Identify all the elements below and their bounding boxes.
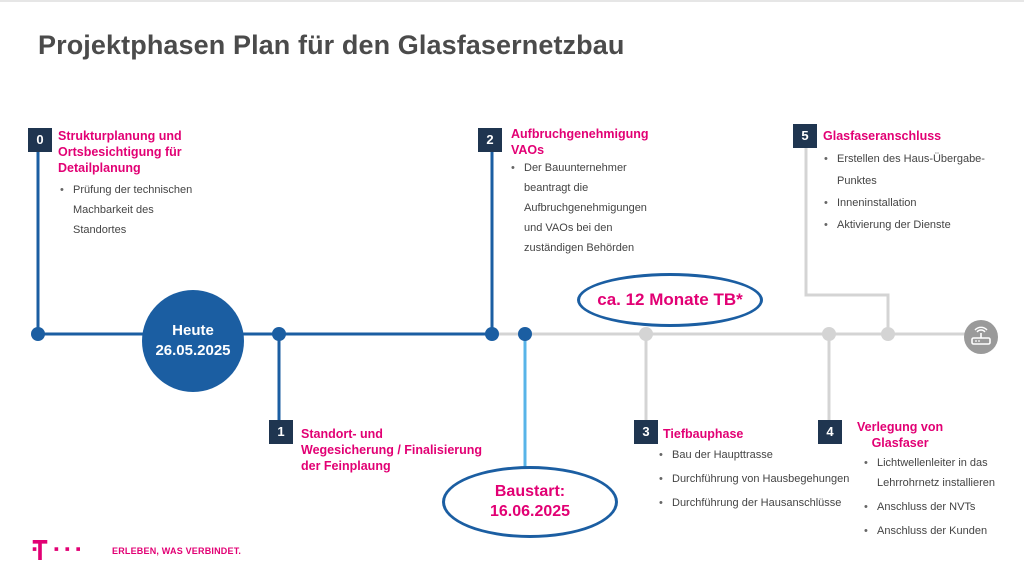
telekom-logo — [32, 540, 80, 560]
bullet-text-continued: Aufbruchgenehmigungen — [524, 202, 647, 214]
phase-2-title-line: Aufbruchgenehmigung — [511, 127, 649, 141]
phase-4-bullets: Lichtwellenleiter in das Lehrrohrnetz in… — [862, 453, 995, 541]
phase-2-title-line: VAOs — [511, 143, 545, 157]
phase-5-bullets: Erstellen des Haus-Übergabe-Punktes Inne… — [822, 148, 1024, 236]
bullet-text-continued: und VAOs bei den — [524, 222, 613, 234]
connector-phase-0 — [36, 141, 48, 334]
bullet-item: Erstellen des Haus-Übergabe-Punktes — [822, 148, 1024, 192]
phase-0-title: Strukturplanung und Ortsbesichtigung für… — [58, 128, 182, 176]
phase-4-title: Verlegung von Glasfaser — [857, 419, 943, 451]
node-baustart — [518, 327, 532, 341]
phase-3-title: Tiefbauphase — [663, 426, 743, 442]
phase-4-badge: 4 — [820, 422, 840, 442]
today-date: 26.05.2025 — [155, 342, 231, 359]
bullet-item: Der Bauunternehmer — [509, 158, 647, 178]
bullet-text-continued: zuständigen Behörden — [524, 242, 635, 254]
duration-oval: ca. 12 Monate TB* — [577, 273, 763, 327]
phase-0-title-line: Strukturplanung und — [58, 129, 182, 143]
bullet-item: Aktivierung der Dienste — [822, 214, 1024, 236]
phase-4-title-line: Glasfaser — [871, 436, 929, 450]
node-phase-1 — [272, 327, 286, 341]
bullet-item: Lichtwellenleiter in das — [862, 453, 995, 473]
phase-2-badge: 2 — [480, 130, 500, 150]
phase-5-badge: 5 — [795, 126, 815, 146]
bullet-text-continued: Lehrrohrnetz installieren — [877, 477, 996, 489]
bullet-item: Anschluss der Kunden — [862, 521, 995, 541]
bullet-item: Durchführung von Hausbegehungen — [657, 467, 849, 491]
phase-0-title-line: Detailplanung — [58, 161, 141, 175]
page-title: Projektphasen Plan für den Glasfasernetz… — [38, 30, 625, 60]
phase-4-title-line: Verlegung von — [857, 420, 944, 434]
bullet-text-continued: Machbarkeit des — [73, 204, 154, 216]
bullet-item: Durchführung der Hausanschlüsse — [657, 491, 849, 515]
node-phase-4 — [822, 327, 836, 341]
baustart-date: 16.06.2025 — [489, 503, 571, 520]
bullet-text-continued: beantragt die — [524, 182, 589, 194]
node-phase-2 — [485, 327, 499, 341]
baustart-label: Baustart: — [494, 483, 566, 500]
phase-1-badge: 1 — [271, 422, 291, 442]
bullet-item: Anschluss der NVTs — [862, 497, 995, 517]
phase-3-badge: 3 — [636, 422, 656, 442]
baustart-oval: Baustart: 16.06.2025 — [442, 466, 618, 538]
phase-0-title-line: Ortsbesichtigung für — [58, 145, 182, 159]
top-divider — [0, 0, 1024, 2]
phase-1-title: Standort- und Wegesicherung / Finalisier… — [301, 426, 482, 474]
node-phase-5 — [881, 327, 895, 341]
phase-0-badge: 0 — [30, 130, 50, 150]
phase-0-bullets: Prüfung der technischen Machbarkeit des … — [58, 180, 192, 240]
bullet-item: Prüfung der technischen — [58, 180, 192, 200]
brand-slogan: ERLEBEN, WAS VERBINDET. — [112, 546, 242, 556]
connector-phase-1 — [270, 334, 281, 434]
phase-1-title-line: Wegesicherung / Finalisierung — [301, 443, 483, 457]
bullet-item: Inneninstallation — [822, 192, 1024, 214]
connector-phase-2 — [480, 141, 494, 334]
phase-1-title-line: Standort- und — [301, 427, 383, 441]
bullet-item: Bau der Haupttrasse — [657, 443, 849, 467]
phase-3-bullets: Bau der Haupttrasse Durchführung von Hau… — [657, 443, 849, 515]
phase-5-title: Glasfaseranschluss — [823, 128, 941, 144]
router-icon — [964, 320, 998, 354]
connector-phase-5 — [804, 145, 890, 334]
phase-5-title-line: Glasfaseranschluss — [823, 129, 942, 143]
today-label: Heute — [172, 322, 214, 339]
today-marker: Heute 26.05.2025 — [142, 290, 244, 392]
duration-label: ca. 12 Monate TB* — [597, 290, 743, 309]
node-phase-3 — [639, 327, 653, 341]
node-phase-0 — [31, 327, 45, 341]
phase-1-title-line: der Feinplaung — [301, 459, 391, 473]
bullet-text-continued: Standortes — [73, 224, 127, 236]
phase-2-bullets: Der Bauunternehmer beantragt die Aufbruc… — [509, 158, 647, 258]
phase-3-title-line: Tiefbauphase — [663, 427, 744, 441]
phase-2-title: Aufbruchgenehmigung VAOs — [511, 126, 649, 158]
